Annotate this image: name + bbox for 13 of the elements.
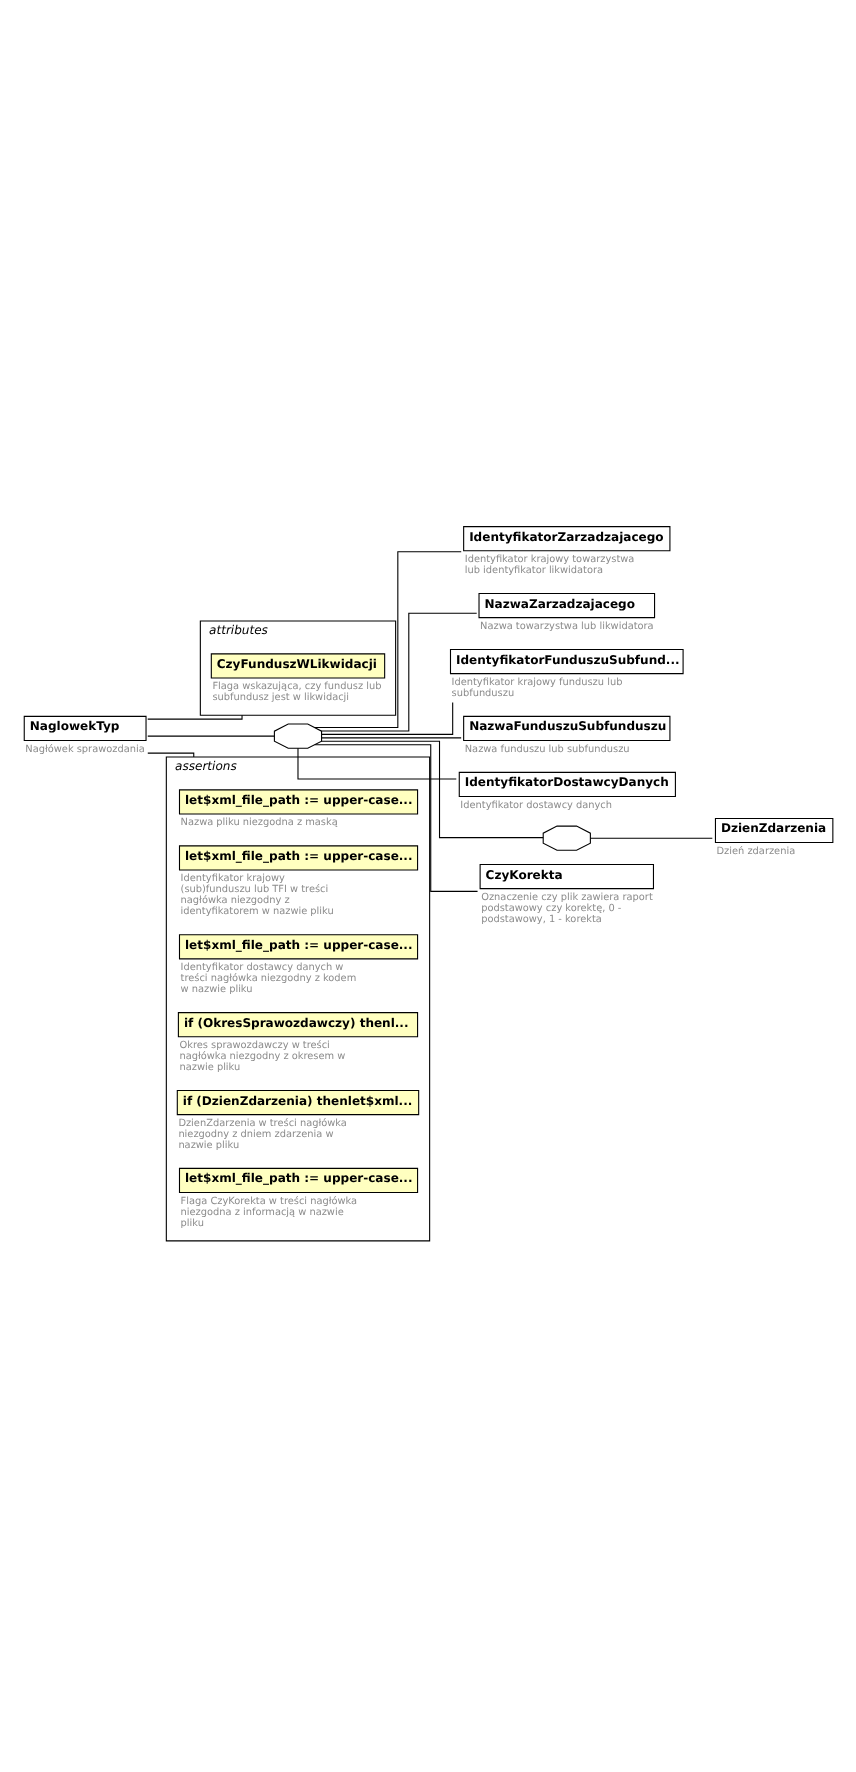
connector — [147, 751, 195, 757]
connector — [321, 700, 454, 734]
connector — [297, 746, 457, 779]
connector — [320, 739, 544, 838]
connector — [147, 734, 275, 736]
connector — [314, 743, 479, 891]
node-octagon — [542, 824, 591, 850]
connector — [314, 550, 462, 728]
node-octagon — [273, 722, 323, 748]
connector — [321, 736, 462, 738]
connector — [320, 611, 478, 731]
connector — [589, 836, 713, 838]
connector — [147, 713, 243, 719]
